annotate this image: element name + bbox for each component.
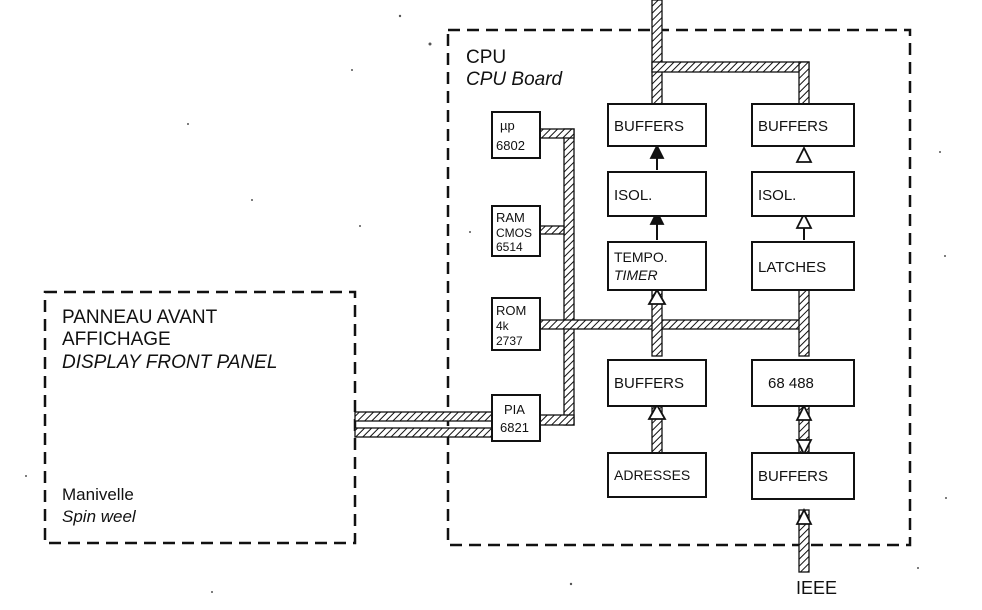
- front-panel-label-5: Spin weel: [62, 507, 137, 526]
- latches-label: LATCHES: [758, 259, 826, 276]
- box-buffers-top-left: [607, 103, 707, 147]
- bus-top-horizontal: [651, 61, 810, 73]
- bus-front-panel-top: [354, 411, 496, 422]
- box-ram-cmos: [491, 205, 541, 257]
- arrow-adresses-to-buffers: [647, 403, 667, 420]
- adresses-label: ADRESSES: [614, 467, 690, 483]
- up-label-1: µp: [500, 118, 515, 133]
- arrow-right-isol-to-buffers: [795, 145, 813, 163]
- bus-front-panel-bottom: [354, 427, 496, 438]
- box-isol-right: [751, 171, 855, 217]
- boxes: [491, 103, 855, 500]
- buffers-mid-left-label: BUFFERS: [614, 375, 684, 392]
- front-panel-label-2: AFFICHAGE: [62, 329, 171, 350]
- bus-pia-link: [539, 414, 575, 426]
- box-buffers-bottom-right: [751, 452, 855, 500]
- arrows: [647, 143, 813, 525]
- rom-label-2: 4k: [496, 319, 510, 333]
- box-latches: [751, 241, 855, 291]
- buffers-top-left-label: BUFFERS: [614, 118, 684, 135]
- bus-up-link: [539, 128, 575, 139]
- arrow-timer-to-isol: [649, 209, 665, 225]
- up-label-2: 6802: [496, 138, 525, 153]
- buffers-top-right-label: BUFFERS: [758, 118, 828, 135]
- bus-top-right-down: [798, 61, 810, 105]
- arrow-68488-to-buffers: [795, 439, 813, 457]
- bus-internal-vertical: [563, 128, 575, 426]
- tempo-label: TEMPO.: [614, 249, 668, 265]
- ram-label-1: RAM: [496, 210, 525, 225]
- pia-label-1: PIA: [504, 402, 525, 417]
- cpu-subtitle: CPU Board: [466, 69, 564, 90]
- bus-ram-link: [539, 225, 565, 235]
- bus-rom-link: [539, 319, 805, 330]
- isol-right-label: ISOL.: [758, 187, 796, 204]
- front-panel-label-3: DISPLAY FRONT PANEL: [62, 352, 277, 373]
- ram-label-2: CMOS: [496, 226, 532, 240]
- scan-specks: [25, 14, 947, 593]
- arrow-isol-to-buffers: [649, 143, 665, 159]
- bus-top-vertical: [651, 0, 663, 106]
- box-tempo-timer: [607, 241, 707, 291]
- box-adresses: [607, 452, 707, 498]
- timer-label: TIMER: [614, 267, 658, 283]
- box-rom: [491, 297, 541, 351]
- arrow-ieee-to-buffers: [795, 507, 813, 525]
- box-buffers-mid-left: [607, 359, 707, 407]
- cpu-board-outline: [446, 28, 912, 547]
- bus-latches-to-688: [798, 289, 810, 357]
- ieee-label: IEEE: [796, 578, 837, 598]
- arrow-buffers-to-timer: [647, 288, 667, 305]
- rom-label-1: ROM: [496, 303, 526, 318]
- arrow-buffers-to-68488: [795, 403, 813, 421]
- box-68488: [751, 359, 855, 407]
- box-buffers-top-right: [751, 103, 855, 147]
- cpu-title: CPU: [466, 47, 506, 68]
- isol-left-label: ISOL.: [614, 187, 652, 204]
- pia-label-2: 6821: [500, 420, 529, 435]
- buffers-bottom-right-label: BUFFERS: [758, 468, 828, 485]
- box-up-6802: [491, 111, 541, 159]
- box-isol-left: [607, 171, 707, 217]
- rom-label-3: 2737: [496, 334, 523, 348]
- front-panel-label-1: PANNEAU AVANT: [62, 307, 218, 328]
- front-panel-label-4: Manivelle: [62, 485, 134, 504]
- arrow-latches-to-isol: [795, 211, 813, 229]
- chip-68488-label: 68 488: [768, 375, 814, 392]
- box-pia: [491, 394, 541, 442]
- ram-label-3: 6514: [496, 240, 523, 254]
- buses: [354, 0, 810, 573]
- front-panel-outline: [43, 290, 357, 545]
